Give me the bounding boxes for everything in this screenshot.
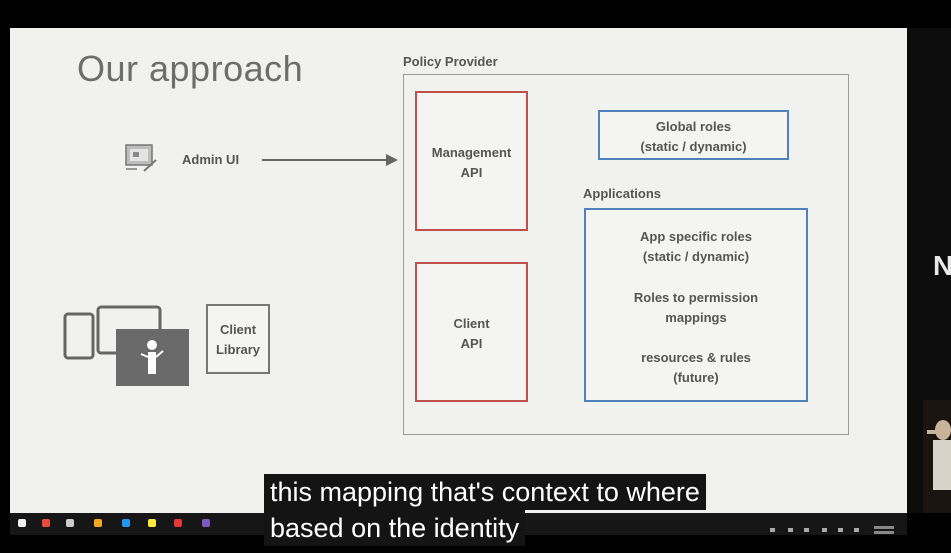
taskbar-app-icon[interactable] — [202, 519, 210, 527]
stage-partial-letter: N — [933, 250, 951, 281]
role-mappings-line1: Roles to permission — [633, 290, 759, 305]
client-api-line2: API — [460, 336, 483, 351]
client-api-box: Client API — [415, 262, 528, 402]
client-api-line1: Client — [453, 316, 490, 331]
devices-icon — [55, 302, 195, 392]
resources-line1: resources & rules — [641, 350, 751, 365]
app-roles-line2: (static / dynamic) — [642, 249, 750, 264]
policy-provider-label: Policy Provider — [403, 54, 498, 69]
presentation-slide: Our approach Admin UI Client Library Pol — [10, 28, 907, 513]
management-api-box: Management API — [415, 91, 528, 231]
arrow-head-icon — [386, 154, 398, 166]
global-roles-box: Global roles (static / dynamic) — [598, 110, 789, 160]
client-library-line1: Client — [219, 322, 257, 337]
taskbar-app-icon[interactable] — [174, 519, 182, 527]
taskbar-app-icon[interactable] — [66, 519, 74, 527]
taskbar-app-icon[interactable] — [148, 519, 156, 527]
admin-to-management-arrow — [262, 159, 388, 161]
admin-ui-icon — [125, 144, 159, 174]
app-roles-line1: App specific roles — [640, 229, 752, 244]
management-api-line2: API — [460, 165, 483, 180]
management-api-line1: Management — [431, 145, 512, 160]
taskbar-app-icon[interactable] — [18, 519, 26, 527]
applications-box: App specific roles (static / dynamic) Ro… — [584, 208, 808, 402]
taskbar-app-icon[interactable] — [94, 519, 102, 527]
client-library-line2: Library — [215, 342, 261, 357]
role-mappings-line2: mappings — [665, 310, 727, 325]
caption-line-2: based on the identity — [264, 510, 526, 546]
taskbar-app-icon[interactable] — [122, 519, 130, 527]
applications-label: Applications — [583, 186, 662, 201]
taskbar-app-icon[interactable] — [42, 519, 50, 527]
resources-line2: (future) — [673, 370, 719, 385]
admin-ui-label: Admin UI — [182, 152, 240, 167]
policy-provider-container — [403, 74, 849, 435]
global-roles-line2: (static / dynamic) — [640, 139, 747, 154]
client-library-box: Client Library — [206, 304, 270, 374]
caption-line-1: this mapping that's context to where — [264, 474, 706, 510]
speaker-figure — [923, 400, 951, 513]
slide-title: Our approach — [77, 48, 304, 89]
system-tray[interactable] — [770, 521, 900, 534]
global-roles-line1: Global roles — [655, 119, 732, 134]
